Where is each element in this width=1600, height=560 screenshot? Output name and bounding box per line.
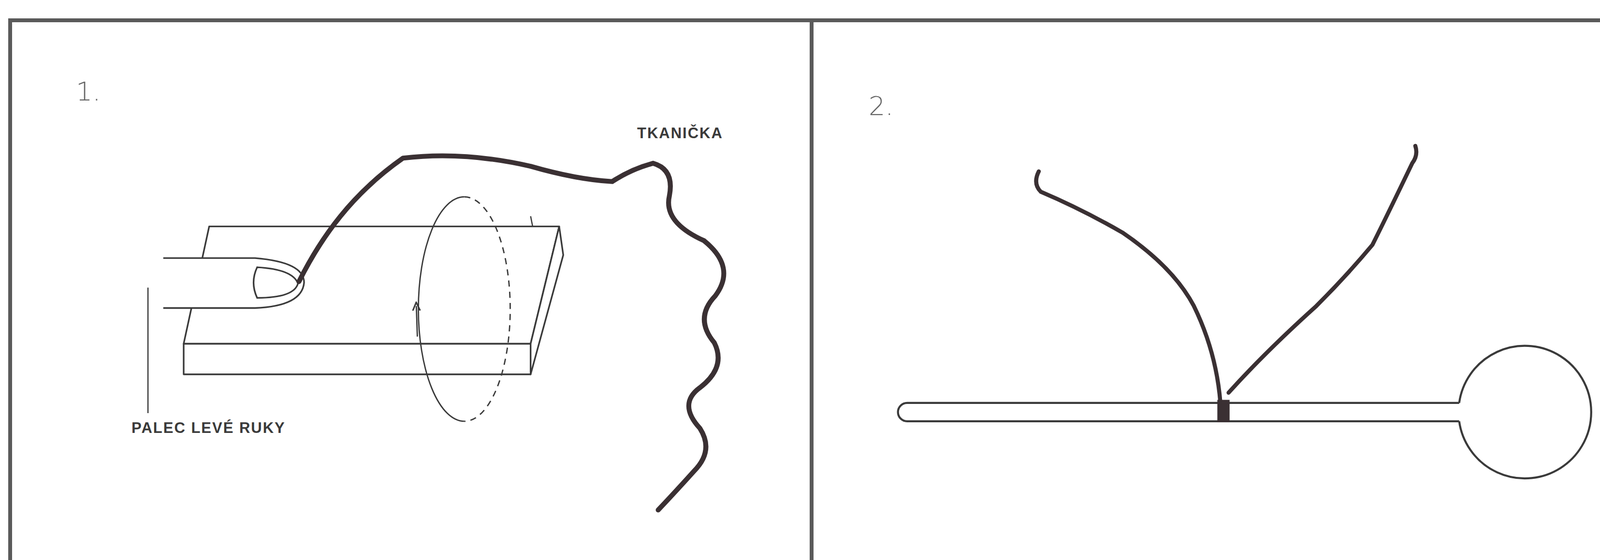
rotation-path-hidden [464, 196, 510, 422]
step-number: 1. [75, 76, 102, 107]
knot [1217, 400, 1230, 423]
shoelace-end [1036, 171, 1221, 404]
tick [530, 216, 533, 227]
panel-frame: 2. [809, 18, 1600, 560]
step-number: 2. [868, 90, 894, 122]
shoelace-end [1228, 145, 1417, 393]
loop-tool [898, 346, 1592, 479]
part-label: TKANIČKA [637, 124, 724, 143]
leader-line [147, 287, 149, 414]
shoelace [299, 156, 725, 511]
rotation-path [418, 196, 465, 422]
part-label: PALEC LEVÉ RUKY [131, 419, 286, 437]
panel-frame: 1. [8, 18, 814, 560]
thumb [163, 258, 305, 308]
rotation-arrow [416, 305, 418, 337]
